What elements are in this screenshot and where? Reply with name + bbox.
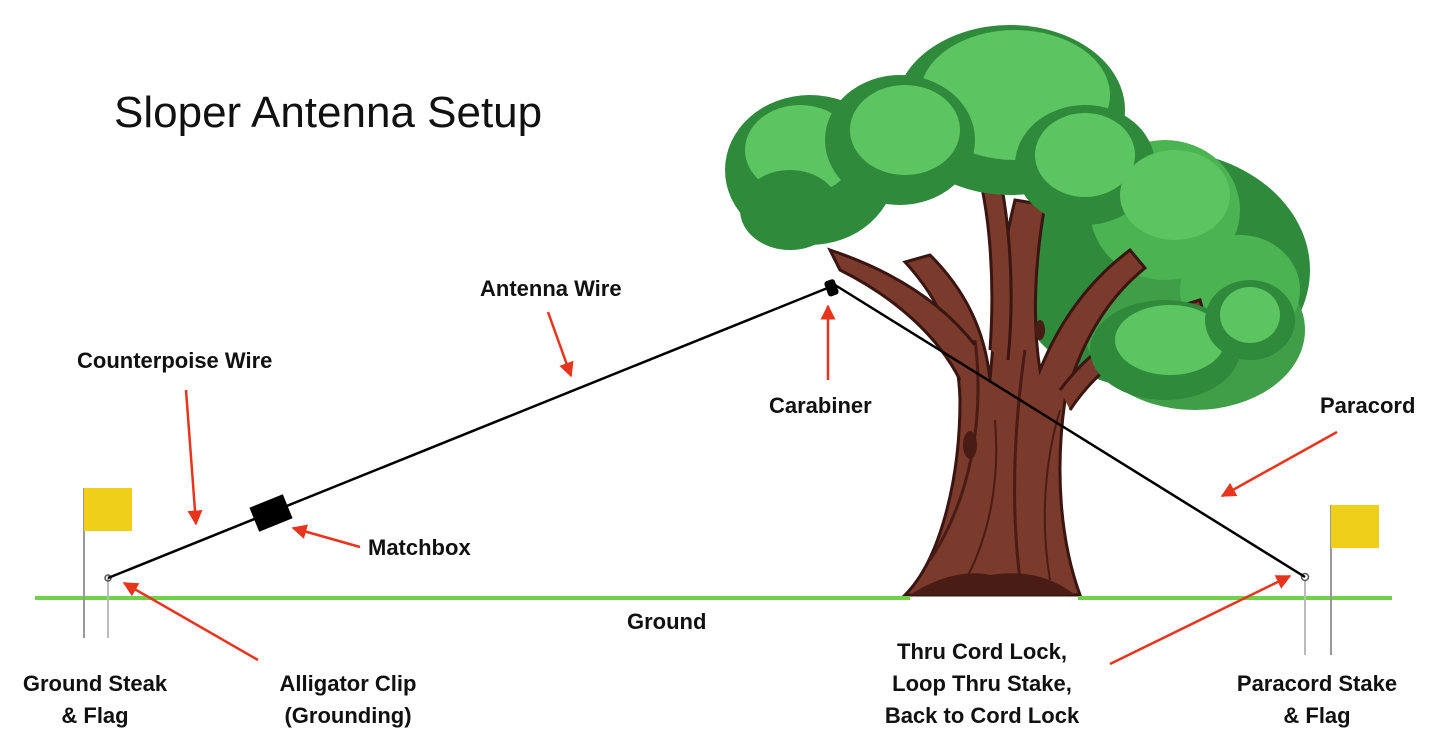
ground-label: Ground [627,609,707,634]
carabiner-label: Carabiner [769,393,872,418]
cord-lock-label-line3: Back to Cord Lock [884,703,1080,728]
cord-lock-label-line1: Thru Cord Lock, [897,639,1067,664]
ground-stake-flag [83,488,132,638]
paracord-stake-flag [1300,505,1379,655]
diagram-title: Sloper Antenna Setup [114,88,543,137]
ground-stake-label: Ground Steak & Flag [8,668,182,732]
arrow-antenna-wire [546,311,574,378]
matchbox-label: Matchbox [368,535,471,560]
antenna-wire [107,283,836,580]
cord-lock-label-line2: Loop Thru Stake, [892,671,1072,696]
arrow-alligator [122,581,259,662]
wires [107,279,1306,580]
alligator-clip-label: Alligator Clip (Grounding) [262,668,434,732]
alligator-clip-label-line1: Alligator Clip [279,671,417,696]
tree [725,25,1310,597]
paracord-stake-label-line1: Paracord Stake [1236,671,1398,696]
left-flag [84,488,132,531]
paracord-stake-label: Paracord Stake & Flag [1214,668,1420,732]
tree-foliage-front [740,25,1295,400]
ground-stake-label-line1: Ground Steak [22,671,168,696]
arrows [122,304,1338,666]
cord-lock-label: Thru Cord Lock, Loop Thru Stake, Back to… [860,636,1104,732]
carabiner-clip [824,279,839,297]
paracord-label: Paracord [1320,393,1416,418]
right-flag [1331,505,1379,548]
ground-stake-label-line2: & Flag [61,703,129,728]
matchbox-box [249,494,293,532]
arrow-counterpoise [184,389,203,526]
counterpoise-wire-label: Counterpoise Wire [77,348,273,373]
paracord-stake-label-line2: & Flag [1283,703,1351,728]
arrow-matchbox [291,524,361,549]
alligator-clip-label-line2: (Grounding) [284,703,412,728]
arrow-cord-lock [1109,574,1292,666]
antenna-wire-label: Antenna Wire [480,276,622,301]
arrow-paracord [1220,430,1338,498]
paracord-line [834,283,1306,579]
